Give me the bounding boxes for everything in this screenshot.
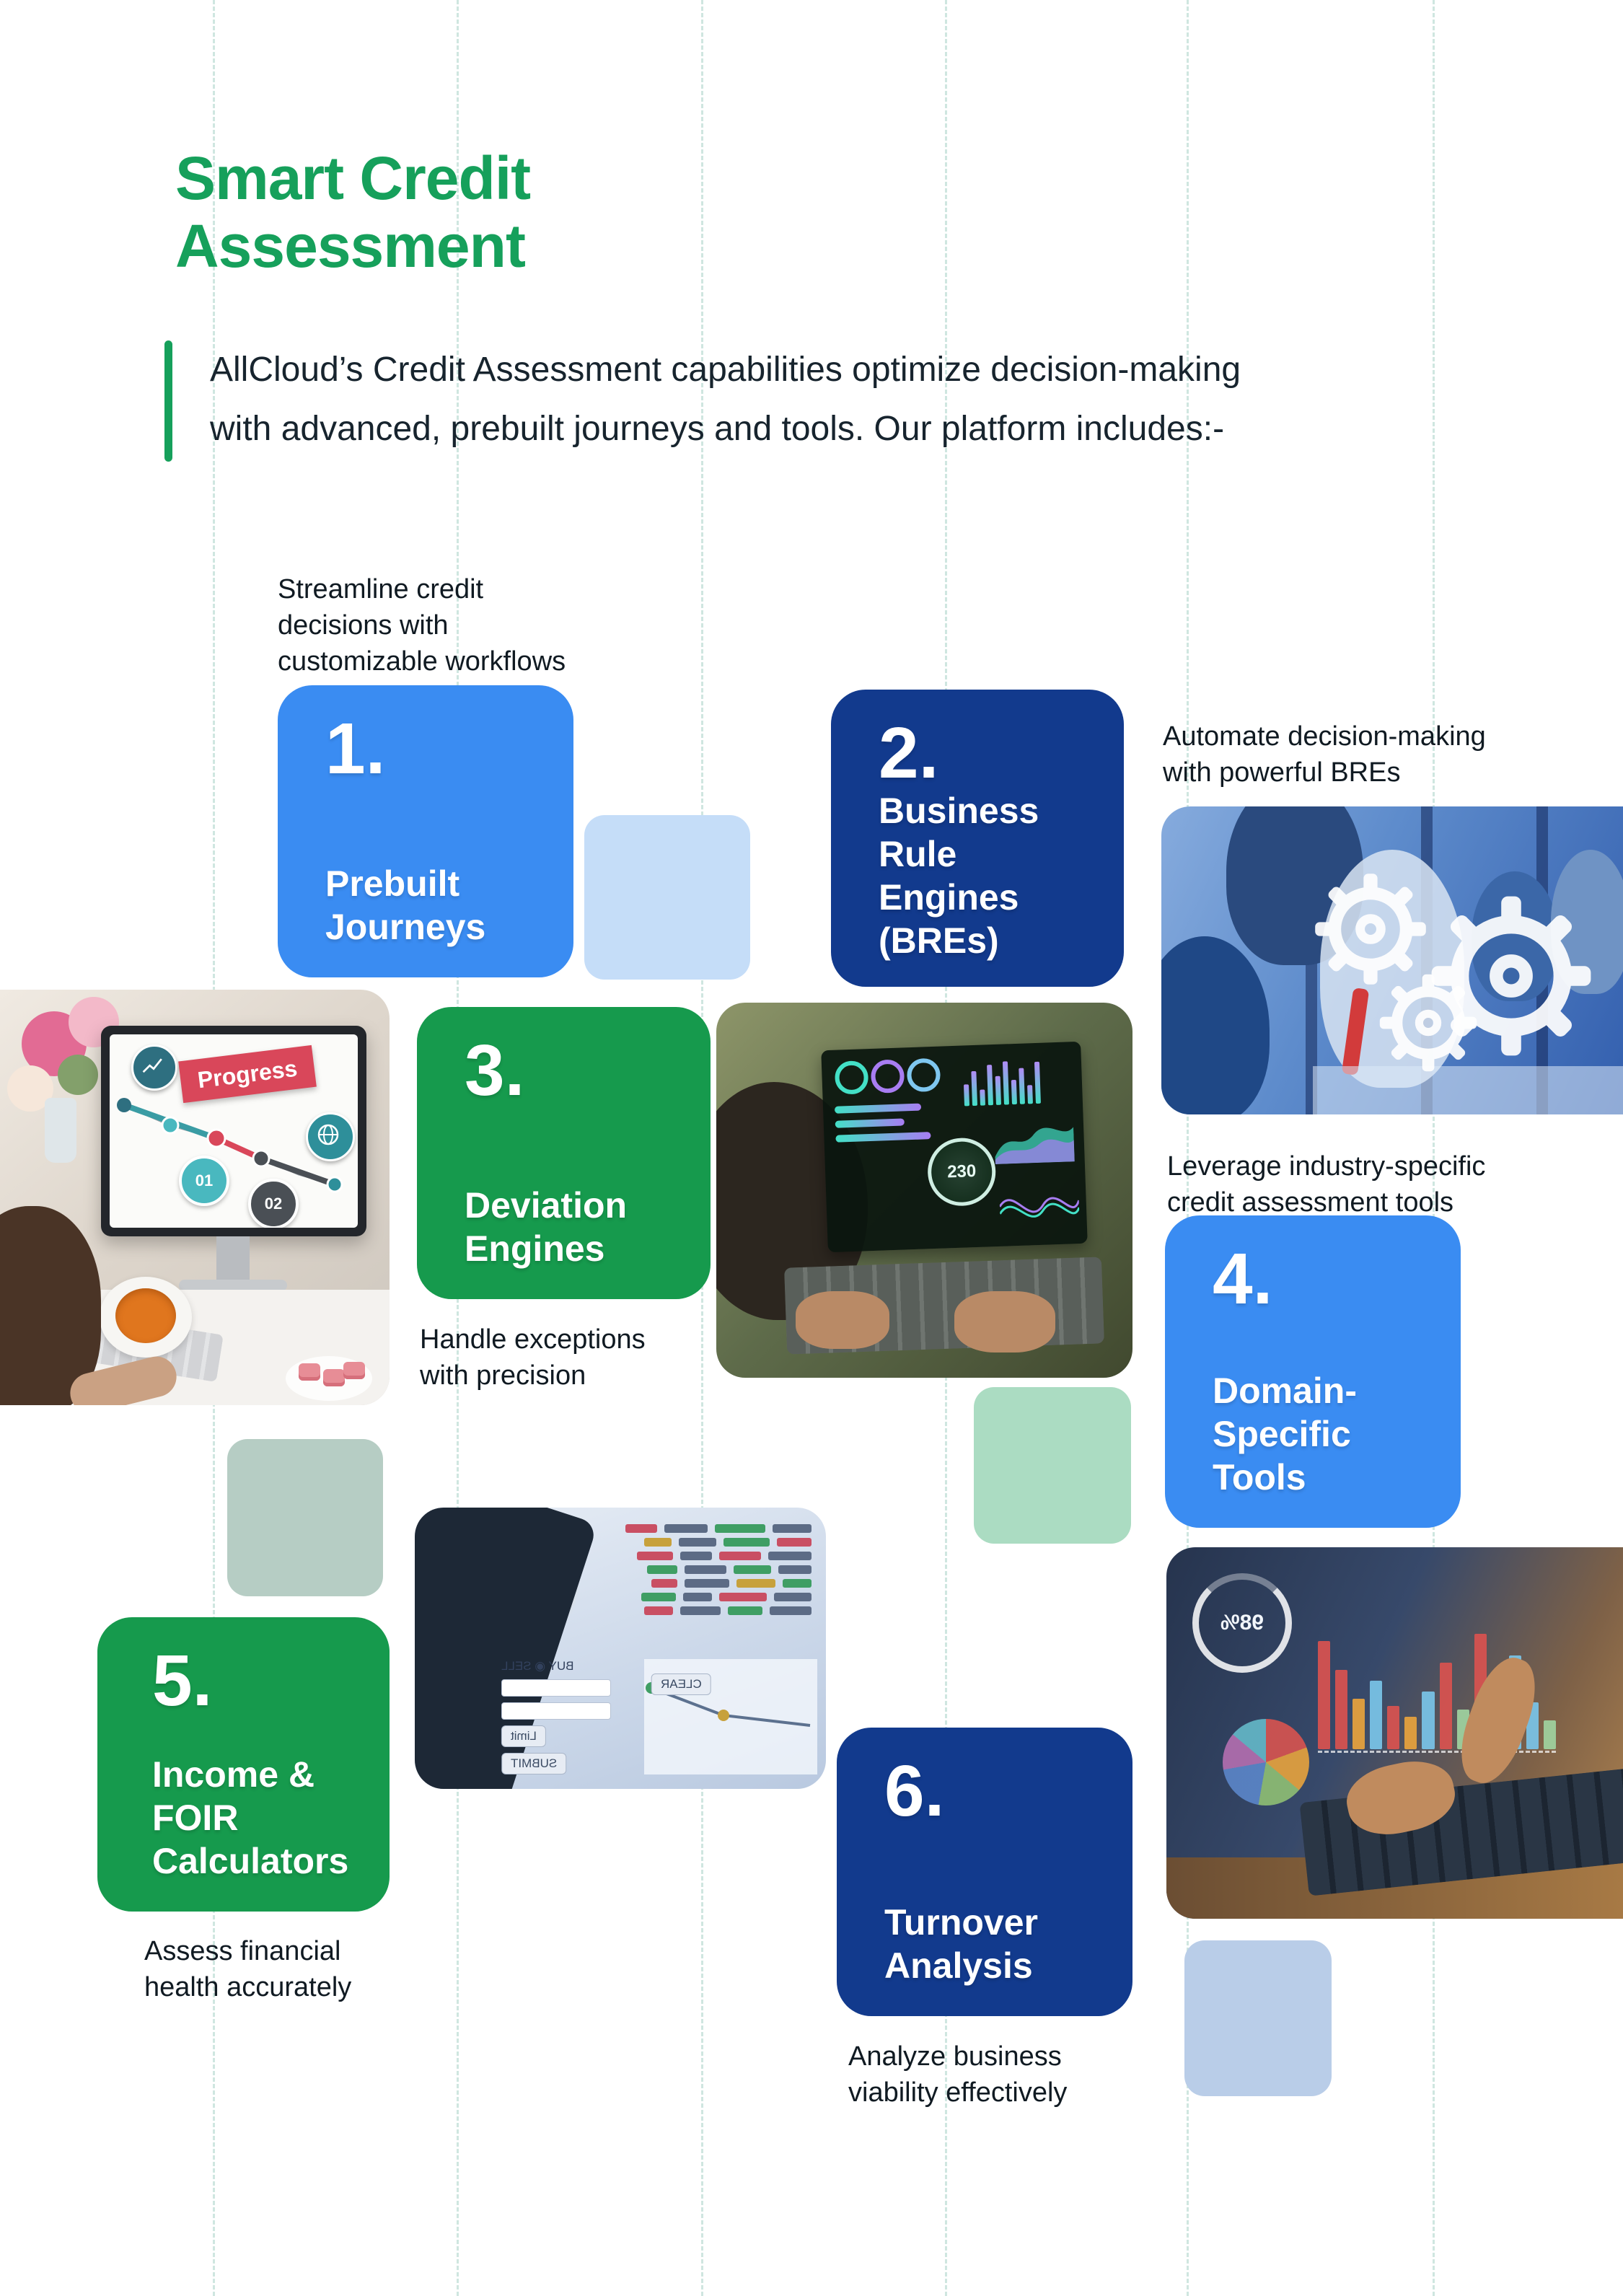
progress-banner-label: Progress [195,1055,299,1093]
hand [954,1291,1055,1352]
submit-button: SUBMIT [501,1753,567,1774]
card-number: 4. [1213,1239,1273,1319]
caption-prebuilt-journeys: Streamline credit decisions with customi… [278,574,566,677]
milestone-02: 02 [248,1179,299,1228]
woman-silhouette [0,1206,101,1405]
card-number: 1. [325,708,386,789]
card-income-foir-calculators: 5. Income & FOIR Calculators [97,1617,390,1912]
card-title: Turnover Analysis [884,1902,1038,1986]
tea-cup [100,1277,192,1358]
hand [796,1291,889,1349]
monitor-stand [216,1236,250,1283]
price-chart: CLEAR [644,1659,817,1774]
intro-accent-bar [164,340,172,462]
flower-leaves [58,1055,98,1095]
order-input [501,1702,611,1720]
clear-button: CLEAR [651,1673,711,1695]
card-business-rule-engines: 2. Business Rule Engines (BREs) [831,690,1124,987]
photo-team-meeting-gears [1161,806,1623,1114]
intro-block: AllCloud’s Credit Assessment capabilitie… [164,340,1241,462]
milestone-01-label: 01 [195,1171,214,1189]
card-number: 2. [879,713,939,793]
sweet [343,1362,365,1379]
gear-icon [1313,871,1428,987]
order-form: BUY ◉ SELL Limit SUBMIT [501,1659,631,1774]
caption-deviation-engines: Handle exceptions with precision [420,1324,646,1391]
caption-income-foir: Assess financial health accurately [144,1936,352,2003]
photo-laptop-analytics: 230 [716,1003,1132,1378]
milestone-01: 01 [179,1156,229,1206]
globe-icon [306,1112,355,1161]
percent-gauge: 98% [1192,1573,1292,1673]
quote-table [573,1519,812,1649]
buy-label: BUY [548,1659,574,1673]
grid-dashed-line [1187,0,1189,2296]
card-title: Business Rule Engines (BREs) [879,791,1039,961]
photo-desk-progress-monitor: Progress [0,990,390,1405]
decor-square-sage [227,1439,383,1596]
gear-icon [1428,893,1594,1059]
page-title: Smart Credit Assessment [175,144,531,281]
caption-turnover-analysis: Analyze business viability effectively [848,2041,1068,2108]
person-silhouette [1161,936,1270,1114]
card-number: 3. [465,1030,525,1111]
caption-business-rule-engines: Automate decision-making with powerful B… [1163,721,1486,788]
donut-chart [870,1059,905,1094]
score-gauge: 230 [926,1137,997,1208]
progress-bar [835,1118,905,1128]
card-title: Domain- Specific Tools [1213,1371,1357,1497]
sweet [299,1363,320,1381]
card-number: 5. [152,1640,213,1721]
intro-text: AllCloud’s Credit Assessment capabilitie… [210,351,1241,448]
card-turnover-analysis: 6. Turnover Analysis [837,1728,1132,2016]
sweet [323,1369,345,1386]
limit-button: Limit [501,1725,546,1747]
grid-dashed-line [1433,0,1435,2296]
caption-domain-specific-tools: Leverage industry-specific credit assess… [1167,1151,1486,1218]
pie-chart [1223,1719,1309,1805]
laptop-screen: 230 [821,1041,1088,1253]
order-input [501,1679,611,1697]
decor-square-light-blue [584,815,750,980]
percent-gauge-value: 98% [1220,1611,1264,1635]
monitor-base [179,1280,287,1291]
sweets-plate [286,1356,372,1401]
card-number: 6. [884,1751,945,1831]
chart-icon [131,1044,177,1091]
decor-square-periwinkle [1184,1940,1332,2096]
wave-lines [998,1197,1081,1218]
monitor-screen: Progress [110,1034,358,1228]
flower-vase [45,1098,76,1163]
timeline-graphic [117,1098,343,1193]
card-title: Income & FOIR Calculators [152,1754,349,1881]
progress-bar [835,1132,931,1143]
card-title: Prebuilt Journeys [325,863,486,947]
area-chart [995,1127,1075,1165]
meeting-table [1313,1066,1623,1114]
card-domain-specific-tools: 4. Domain- Specific Tools [1165,1215,1461,1528]
donut-chart [834,1060,869,1095]
decor-square-mint [974,1387,1131,1544]
donut-chart [906,1057,941,1093]
photo-analytics-hands: 98% [1166,1547,1623,1919]
progress-bar [834,1103,922,1114]
bar-chart [963,1057,1041,1107]
card-prebuilt-journeys: 1. Prebuilt Journeys [278,685,573,977]
sell-label: SELL [501,1659,532,1673]
milestone-02-label: 02 [264,1195,283,1213]
card-deviation-engines: 3. Deviation Engines [417,1007,711,1299]
tea-liquid [115,1288,176,1343]
desktop-monitor: Progress [101,1026,366,1236]
photo-trading-terminal: BUY ◉ SELL Limit SUBMIT CLEAR [415,1508,826,1789]
score-gauge-value: 230 [946,1161,977,1182]
card-title: Deviation Engines [465,1185,628,1269]
